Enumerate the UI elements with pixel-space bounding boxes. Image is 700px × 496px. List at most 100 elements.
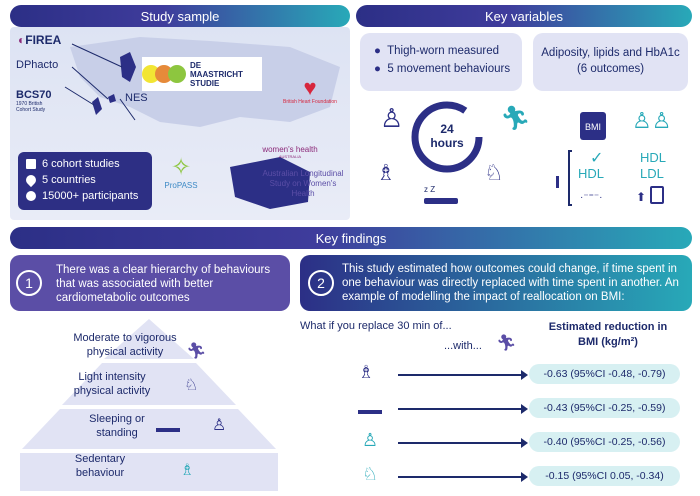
pyramid-label-mvpa: Moderate to vigorous physical activity	[73, 332, 177, 358]
nes-label: NES	[125, 92, 148, 104]
running-person-icon: 🏃︎	[496, 335, 517, 352]
finding-1-number: 1	[16, 270, 42, 296]
key-findings-header: Key findings	[10, 227, 692, 249]
result-sedentary: -0.63 (95%CI -0.48, -0.79)	[543, 368, 666, 380]
bhf-label: British Heart Foundation	[283, 99, 337, 105]
standing-person-icon: ♙	[362, 430, 379, 450]
glucose-meter-icon	[650, 186, 664, 204]
stat-cohorts: 6 cohort studies	[42, 158, 120, 170]
body-shapes-icon: ♙♙	[632, 108, 672, 133]
check-icon: ✓	[590, 150, 604, 167]
australia-shape	[230, 157, 310, 209]
finding-1-number-text: 1	[25, 275, 33, 291]
pyramid-level-4	[20, 453, 278, 491]
pyramid-level-3	[22, 409, 276, 449]
maastricht-logo: DE MAASTRICHT STUDIE	[142, 57, 262, 91]
pyramid-level-2	[62, 363, 236, 405]
running-person-icon: 🏃︎	[500, 105, 531, 132]
estimated-header: Estimated reduction in BMI (kg/m²)	[548, 321, 668, 348]
with-label: ...with...	[444, 340, 482, 352]
outcomes-box: Adiposity, lipids and HbA1c (6 outcomes)	[533, 33, 688, 91]
pyramid-label-lipa: Light intensity physical activity	[73, 371, 151, 397]
pyramid-label-sedentary: Sedentary behaviour	[74, 453, 126, 479]
result-standing: -0.40 (95%CI -0.25, -0.56)	[543, 436, 666, 448]
pyramid-level-1	[104, 319, 194, 359]
firea-logo: ◐FIREA	[18, 33, 61, 47]
result-pill: -0.43 (95%CI -0.25, -0.59)	[529, 398, 680, 418]
heart-icon: ♥	[303, 75, 317, 100]
sitting-person-icon: ♗	[180, 462, 195, 479]
sample-stats-box: 6 cohort studies 5 countries 15000+ part…	[18, 152, 152, 210]
stat-row: 6 cohort studies	[26, 156, 144, 172]
finding-1-text: There was a clear hierarchy of behaviour…	[56, 264, 271, 304]
result-pill: -0.63 (95%CI -0.48, -0.79)	[529, 364, 680, 384]
propass-figure-icon: ✧	[170, 154, 192, 181]
finding-2-text: This study estimated how outcomes could …	[342, 263, 679, 303]
bcs70-logo: BCS70 1970 British Cohort Study	[16, 89, 56, 113]
bmi-text: BMI	[584, 122, 601, 132]
sitting-person-icon: ♗	[376, 160, 396, 185]
result-sleep: -0.43 (95%CI -0.25, -0.59)	[543, 402, 666, 414]
lipid-marker	[556, 176, 559, 188]
walking-person-icon: ♘	[362, 464, 379, 484]
bullet-item: ● Thigh-worn measured	[374, 45, 499, 57]
bcs70-label: BCS70	[16, 89, 52, 101]
sleeping-bed-icon	[156, 420, 180, 432]
result-walking: -0.15 (95%CI 0.05, -0.34)	[545, 470, 664, 482]
key-variables-header: Key variables	[356, 5, 692, 27]
denmark-shape	[108, 94, 116, 103]
alswh-label: Australian Longitudinal Study on Women's…	[262, 169, 344, 198]
walking-person-icon: ♘	[184, 377, 199, 394]
study-sample-title: Study sample	[140, 8, 220, 24]
walking-person-icon: ♘	[484, 160, 504, 185]
maastricht-label: DE MAASTRICHT STUDIE	[190, 60, 243, 88]
stat-row: 15000+ participants	[26, 188, 144, 204]
reallocation-arrow	[398, 404, 528, 414]
bullet-behaviours: 5 movement behaviours	[387, 63, 511, 75]
standing-person-icon: ♙	[380, 103, 404, 133]
hdl-right-label: HDL	[640, 150, 667, 165]
uk-shape	[92, 97, 102, 115]
womens-health-logo: women's health AUSTRALIA	[250, 145, 330, 159]
replace-question: What if you replace 30 min of...	[300, 320, 452, 332]
outcomes-text: Adiposity, lipids and HbA1c (6 outcomes)	[541, 47, 680, 75]
sleeping-bed-icon	[358, 400, 382, 414]
zz-text: z Z	[424, 185, 436, 194]
propass-logo: ✧ ProPASS	[160, 154, 202, 191]
standing-person-icon: ♙	[212, 417, 227, 434]
firea-label: FIREA	[25, 33, 62, 47]
sitting-person-icon: ♗	[358, 362, 375, 382]
ldl-label: LDL	[640, 166, 664, 181]
sleeping-bed-icon: z Z	[424, 185, 464, 209]
lipids-bracket	[568, 150, 572, 206]
bcs70-sub: 1970 British Cohort Study	[16, 101, 46, 113]
finland-shape	[120, 52, 136, 82]
result-pill: -0.15 (95%CI 0.05, -0.34)	[529, 466, 680, 486]
pyramid-label-sleep-stand: Sleeping or standing	[89, 413, 145, 439]
result-pill: -0.40 (95%CI -0.25, -0.56)	[529, 432, 680, 452]
stat-row: 5 countries	[23, 172, 144, 188]
location-pin-icon	[23, 172, 39, 188]
study-sample-header: Study sample	[10, 5, 350, 27]
dphacto-label: DPhacto	[16, 59, 59, 71]
womens-health-sub: AUSTRALIA	[278, 154, 302, 159]
clock-24h: 24 hours	[408, 98, 486, 176]
propass-label: ProPASS	[164, 181, 198, 190]
arrow-up-icon: ⬆	[636, 190, 647, 204]
firea-mark-icon: ◐	[18, 33, 26, 47]
bhf-logo: ♥ British Heart Foundation	[280, 75, 340, 106]
finding-1-box: There was a clear hierarchy of behaviour…	[10, 255, 290, 311]
stat-participants: 15000+ participants	[42, 190, 139, 202]
finding-2-number-text: 2	[317, 275, 325, 291]
finding-2-box: This study estimated how outcomes could …	[300, 255, 692, 311]
hdl-left-label: HDL	[578, 166, 605, 181]
finding-2-number: 2	[308, 270, 334, 296]
person-icon	[26, 191, 36, 201]
maastricht-circles-icon	[142, 65, 186, 83]
behaviour-pyramid	[20, 319, 278, 491]
clock-text: 24 hours	[430, 122, 464, 150]
womens-health-label: women's health	[262, 145, 318, 154]
running-person-icon: 🏃︎	[186, 343, 207, 360]
stat-countries: 5 countries	[42, 174, 96, 186]
bmi-scale-icon: BMI	[580, 112, 606, 140]
